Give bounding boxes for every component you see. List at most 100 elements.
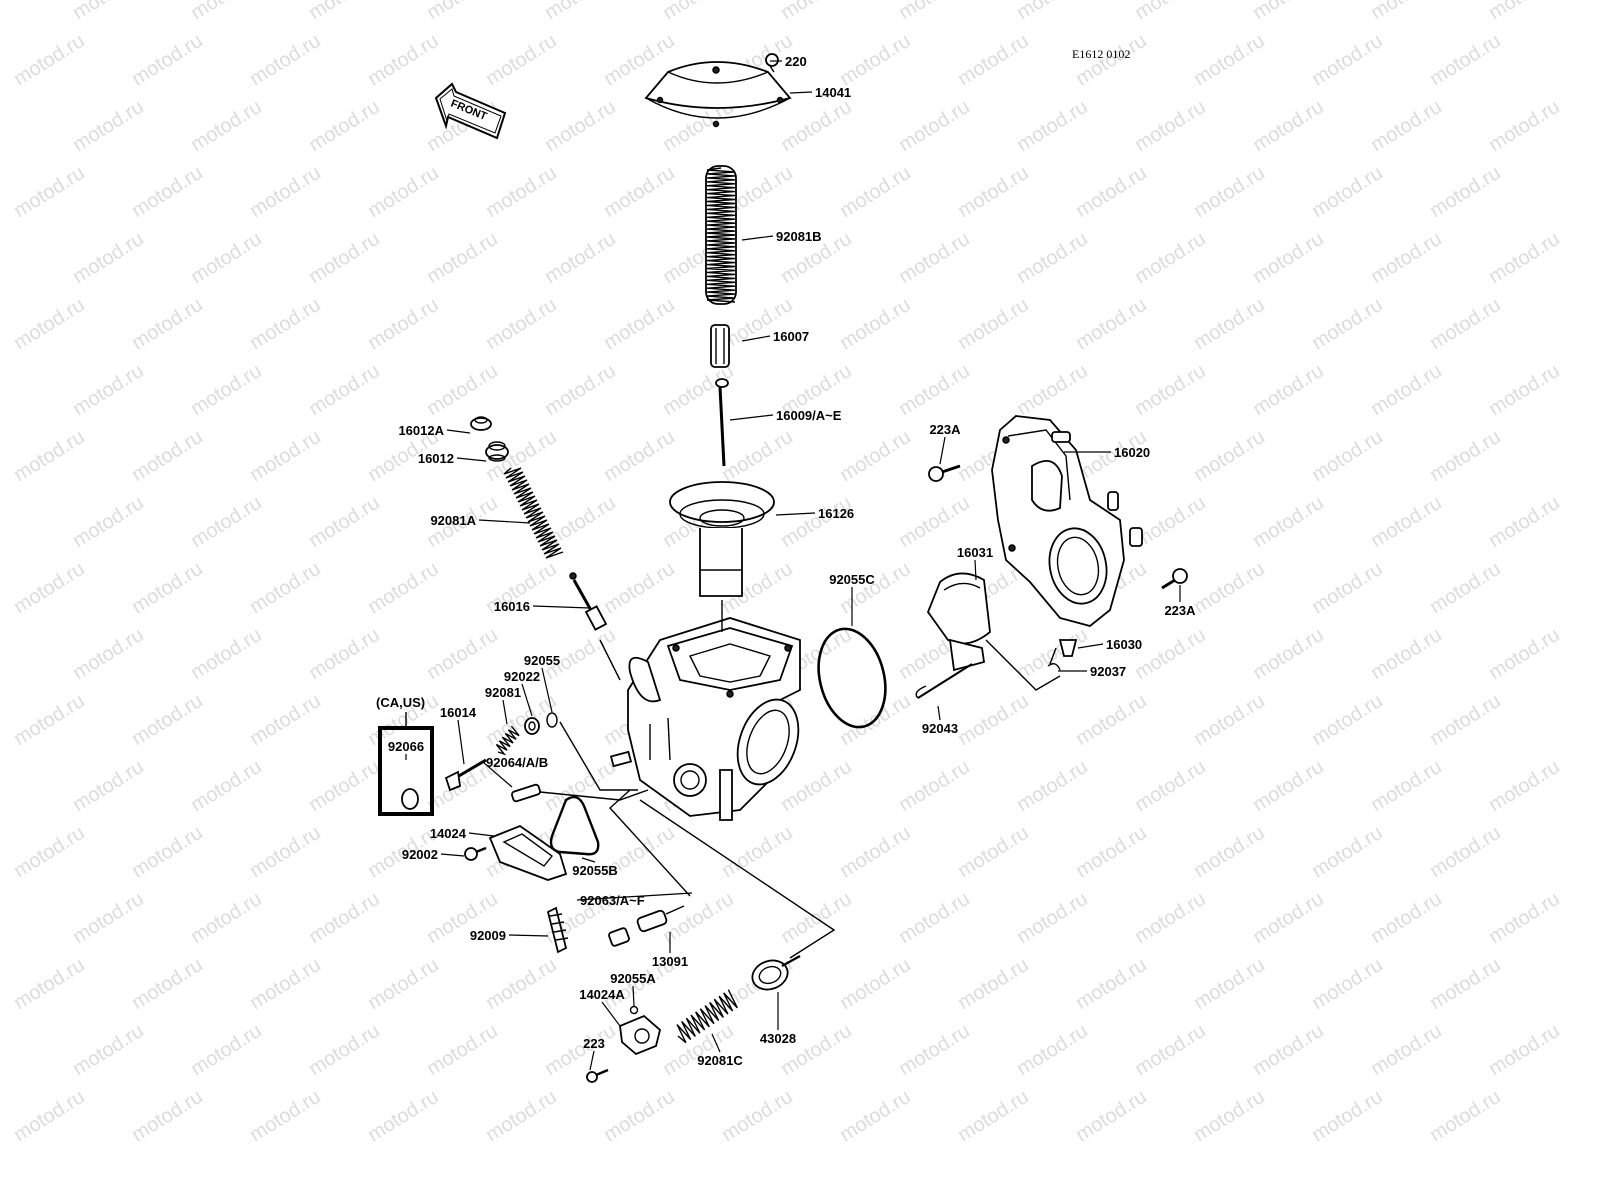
watermark-text: motod.ru: [187, 1020, 266, 1080]
watermark-text: motod.ru: [1131, 624, 1210, 684]
watermark-text: motod.ru: [69, 1020, 148, 1080]
watermark-text: motod.ru: [1013, 96, 1092, 156]
leader-line: [457, 719, 465, 765]
watermark-text: motod.ru: [1485, 624, 1564, 684]
watermark-text: motod.ru: [777, 1020, 856, 1080]
watermark-text: motod.ru: [423, 228, 502, 288]
leader-line: [502, 699, 508, 725]
watermark-text: motod.ru: [69, 624, 148, 684]
watermark-text: motod.ru: [1485, 0, 1564, 24]
watermark-text: motod.ru: [1426, 162, 1505, 222]
callout-label: 16012: [418, 451, 454, 466]
watermark-text: motod.ru: [1426, 426, 1505, 486]
watermark-text: motod.ru: [1190, 690, 1269, 750]
watermark-text: motod.ru: [1249, 96, 1328, 156]
watermark-text: motod.ru: [718, 426, 797, 486]
callout-label: 92055: [524, 653, 560, 668]
watermark-text: motod.ru: [423, 1020, 502, 1080]
watermark-text: motod.ru: [10, 954, 89, 1014]
callout-label: 92055C: [829, 572, 875, 587]
watermark-text: motod.ru: [836, 1086, 915, 1146]
watermark-text: motod.ru: [10, 30, 89, 90]
watermark-text: motod.ru: [777, 0, 856, 24]
watermark-text: motod.ru: [1249, 888, 1328, 948]
watermark-text: motod.ru: [1013, 1020, 1092, 1080]
jet-92063: [608, 927, 630, 947]
watermark-text: motod.ru: [187, 0, 266, 24]
watermark-text: motod.ru: [1367, 360, 1446, 420]
watermark-text: motod.ru: [482, 294, 561, 354]
watermark-text: motod.ru: [1072, 954, 1151, 1014]
watermark-text: motod.ru: [305, 96, 384, 156]
watermark-text: motod.ru: [541, 360, 620, 420]
watermark-text: motod.ru: [895, 492, 974, 552]
watermark-text: motod.ru: [600, 558, 679, 618]
watermark-text: motod.ru: [1426, 30, 1505, 90]
watermark-text: motod.ru: [1308, 822, 1387, 882]
watermark-text: motod.ru: [423, 360, 502, 420]
callout-label: 14024A: [579, 987, 625, 1002]
watermark-text: motod.ru: [10, 690, 89, 750]
float-valve-16030: [1058, 639, 1078, 657]
watermark-text: motod.ru: [1426, 294, 1505, 354]
pin-92043: [915, 663, 973, 699]
callout-label: 16012A: [398, 423, 444, 438]
watermark-text: motod.ru: [305, 888, 384, 948]
watermark-text: motod.ru: [1190, 30, 1269, 90]
watermark-text: motod.ru: [1485, 360, 1564, 420]
watermark-text: motod.ru: [718, 1086, 797, 1146]
watermark-text: motod.ru: [1426, 1086, 1505, 1146]
watermark-text: motod.ru: [1308, 690, 1387, 750]
spring-92081c: [676, 989, 738, 1044]
leader-line: [478, 519, 531, 524]
leader-line: [521, 683, 533, 717]
watermark-text: motod.ru: [10, 162, 89, 222]
watermark-text: motod.ru: [1367, 492, 1446, 552]
leader-line: [482, 761, 513, 788]
needle-holder-16007: [710, 324, 730, 368]
watermark-text: motod.ru: [1131, 228, 1210, 288]
leader-line: [711, 1033, 721, 1053]
watermark-text: motod.ru: [10, 426, 89, 486]
watermark-text: motod.ru: [954, 294, 1033, 354]
callout-label: 16016: [494, 599, 530, 614]
watermark-text: motod.ru: [1367, 0, 1446, 24]
watermark-text: motod.ru: [1013, 888, 1092, 948]
watermark-text: motod.ru: [246, 822, 325, 882]
watermark-text: motod.ru: [895, 888, 974, 948]
watermark-text: motod.ru: [187, 624, 266, 684]
leader-line: [741, 335, 771, 342]
watermark-text: motod.ru: [246, 162, 325, 222]
spring-92081b: [705, 165, 737, 305]
watermark-text: motod.ru: [1072, 162, 1151, 222]
callout-labels: 2201404192081B1600716009/A~E16012A160129…: [388, 54, 1196, 1068]
jet-13091: [636, 905, 685, 933]
watermark-text: motod.ru: [187, 96, 266, 156]
top-cover-14041: [644, 61, 792, 128]
watermark-text: motod.ru: [836, 294, 915, 354]
watermark-text: motod.ru: [246, 690, 325, 750]
callout-label: 16009/A~E: [776, 408, 842, 423]
watermark-text: motod.ru: [10, 558, 89, 618]
callout-label: 92064/A/B: [486, 755, 548, 770]
callout-label: 92002: [402, 847, 438, 862]
watermark-text: motod.ru: [1131, 0, 1210, 24]
watermark-text: motod.ru: [128, 426, 207, 486]
inset-note: (CA,US): [376, 695, 425, 710]
watermark-text: motod.ru: [1013, 756, 1092, 816]
callout-label: 92055B: [572, 863, 618, 878]
watermark-text: motod.ru: [305, 360, 384, 420]
watermark-text: motod.ru: [246, 558, 325, 618]
callout-label: 16126: [818, 506, 854, 521]
watermark-text: motod.ru: [69, 228, 148, 288]
watermark-text: motod.ru: [187, 756, 266, 816]
watermark-text: motod.ru: [246, 294, 325, 354]
o-ring-92055a: [629, 1005, 639, 1015]
watermark-text: motod.ru: [69, 888, 148, 948]
callout-label: 92037: [1090, 664, 1126, 679]
watermark-text: motod.ru: [1426, 690, 1505, 750]
watermark-text: motod.ru: [1072, 822, 1151, 882]
watermark-text: motod.ru: [1249, 492, 1328, 552]
watermark-text: motod.ru: [69, 492, 148, 552]
watermark-text: motod.ru: [1367, 96, 1446, 156]
